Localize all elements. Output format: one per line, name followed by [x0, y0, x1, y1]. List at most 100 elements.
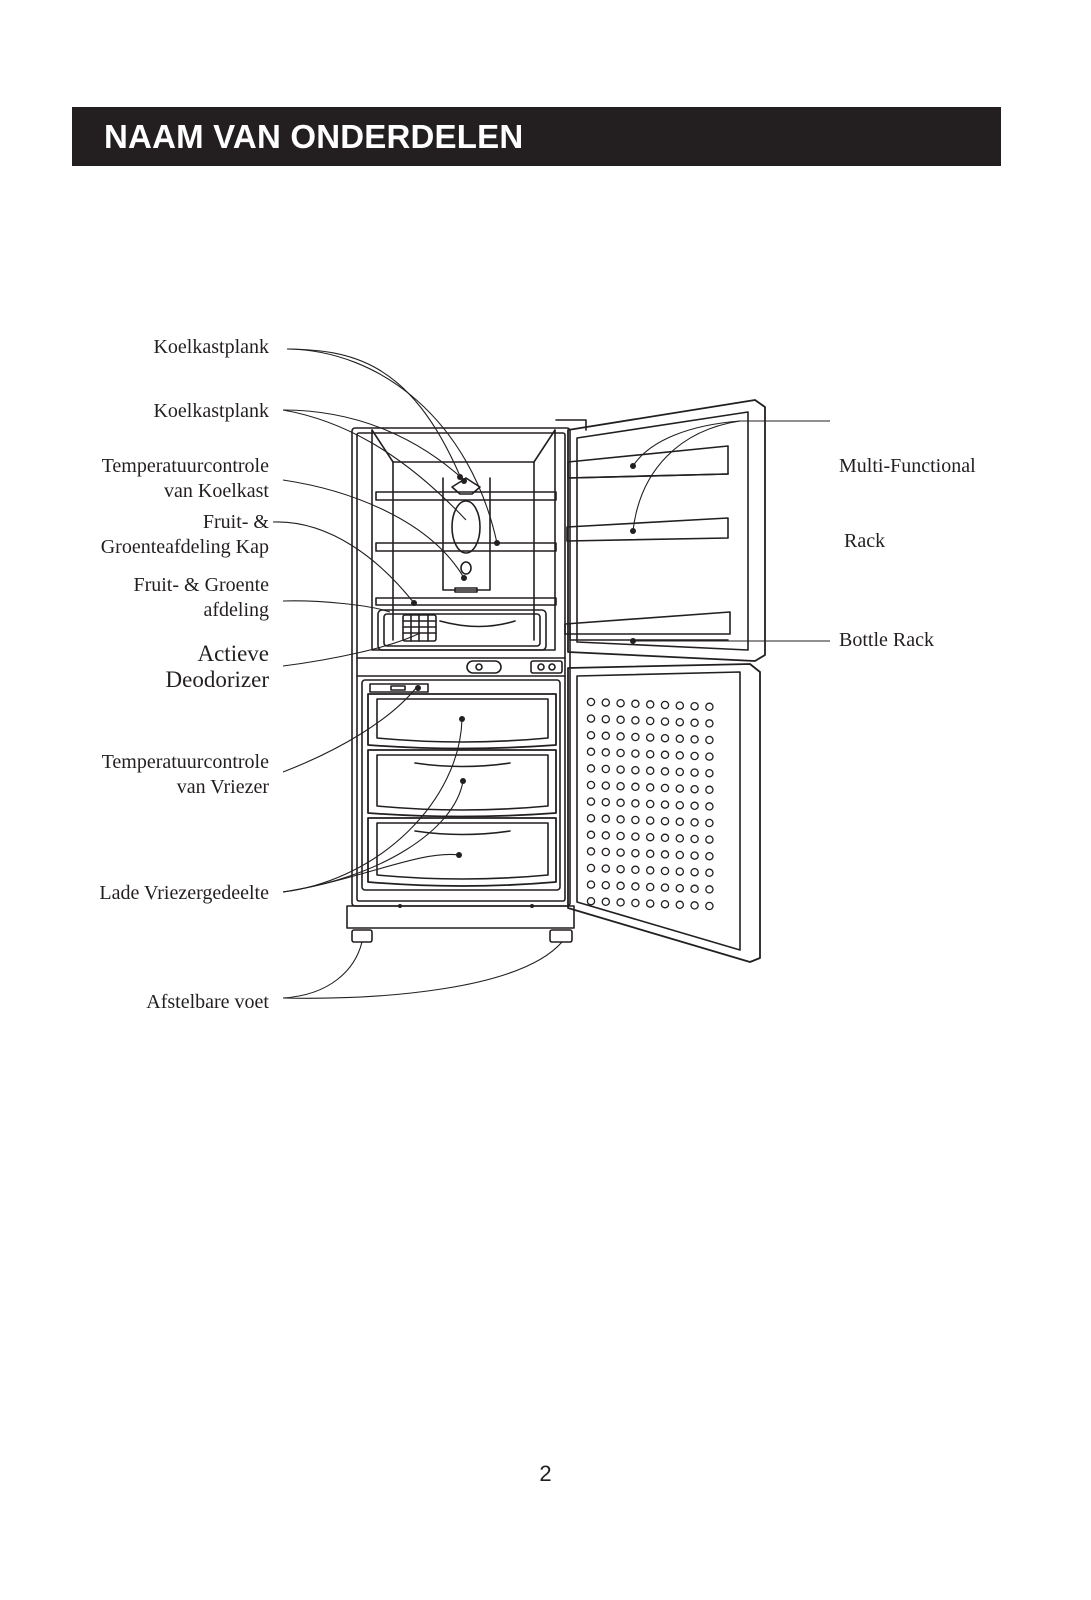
door-dot — [601, 814, 611, 824]
door-dot — [631, 699, 640, 709]
door-dot — [645, 749, 655, 759]
door-dot — [631, 765, 640, 775]
door-dot — [586, 896, 596, 906]
door-dot — [586, 797, 596, 806]
door-dot — [645, 766, 655, 776]
door-dot — [631, 832, 640, 841]
door-dot — [616, 715, 625, 725]
door-dot — [586, 730, 596, 740]
door-dot — [586, 697, 596, 707]
freezer-drawers — [361, 679, 561, 891]
door-dot — [601, 897, 611, 907]
door-dot — [631, 865, 640, 875]
freezer-door — [567, 663, 761, 963]
door-dot — [586, 847, 596, 856]
door-dot — [586, 764, 596, 773]
door-dot — [645, 832, 655, 842]
label-temperatuurcontrole-vriezer: Temperatuurcontrole van Vriezer — [101, 751, 269, 798]
door-dot — [675, 701, 685, 710]
door-dot — [690, 768, 699, 777]
door-dot — [675, 784, 685, 793]
door-dot — [645, 899, 655, 908]
door-dot — [601, 797, 611, 807]
door-dot — [601, 714, 611, 724]
door-dot — [586, 780, 596, 790]
door-dot — [690, 801, 699, 811]
door-dot — [601, 831, 611, 840]
door-dot — [616, 881, 625, 891]
door-dot — [645, 716, 655, 726]
fridge-base — [346, 905, 575, 943]
page-number: 2 — [539, 1461, 552, 1486]
door-dot — [586, 863, 596, 873]
door-dot — [645, 733, 655, 742]
fridge-cabinet — [351, 427, 571, 907]
door-dot — [601, 764, 611, 774]
door-dot — [586, 813, 596, 823]
middle-divider — [356, 657, 566, 677]
door-dot — [586, 747, 596, 757]
door-dot — [675, 850, 685, 860]
door-dot — [645, 882, 655, 892]
door-dot — [705, 818, 714, 828]
door-dot — [616, 698, 625, 708]
leader-lines — [272, 348, 830, 999]
door-dot — [616, 864, 625, 874]
fridge-door — [555, 399, 766, 662]
door-dot — [645, 700, 655, 709]
door-dot — [705, 719, 714, 728]
door-dot — [675, 734, 685, 744]
label-fruit-groenteafdeling-kap: Fruit- & Groenteafdeling Kap — [100, 511, 269, 558]
door-dot — [645, 783, 655, 792]
door-dot — [690, 718, 699, 728]
section-title: NAAM VAN ONDERDELEN — [104, 118, 524, 155]
door-dot — [705, 868, 714, 878]
door-dot — [675, 817, 685, 827]
door-dot — [631, 749, 640, 758]
door-dot — [690, 701, 699, 711]
door-dot — [631, 882, 640, 891]
door-dot — [616, 798, 625, 808]
door-dot — [660, 816, 670, 826]
door-dot — [705, 802, 714, 811]
door-dot — [705, 752, 714, 761]
door-dot — [586, 830, 596, 840]
door-dot — [616, 898, 625, 907]
door-dot — [660, 883, 670, 892]
label-lade-vriezergedeelte: Lade Vriezergedeelte — [99, 882, 269, 904]
freezer-door-dot-pattern — [586, 697, 714, 911]
door-dot — [616, 748, 625, 758]
door-dot — [616, 732, 625, 741]
door-dot — [645, 849, 655, 859]
door-dot — [675, 834, 685, 843]
door-dot — [675, 767, 685, 777]
door-dot — [705, 885, 714, 894]
door-dot — [631, 732, 640, 742]
label-afstelbare-voet: Afstelbare voet — [146, 991, 269, 1013]
door-dot — [660, 700, 670, 710]
door-dot — [705, 702, 714, 712]
door-dot — [660, 717, 670, 726]
door-dot — [705, 785, 714, 795]
door-dot — [660, 800, 670, 809]
door-dot — [616, 781, 625, 791]
label-koelkastplank-2: Koelkastplank — [153, 400, 269, 422]
label-fruit-groente-afdeling: Fruit- & Groente afdeling — [133, 574, 269, 621]
door-dot — [601, 847, 611, 857]
door-dot — [660, 750, 670, 760]
door-dot — [616, 848, 625, 857]
door-dot — [675, 900, 685, 910]
door-dot — [601, 781, 611, 790]
door-dot — [660, 833, 670, 843]
door-dot — [690, 784, 699, 794]
door-dot — [690, 851, 699, 860]
door-dot — [675, 751, 685, 760]
door-dot — [660, 767, 670, 776]
door-dot — [690, 867, 699, 877]
door-dot — [601, 698, 611, 707]
door-dot — [601, 864, 611, 873]
door-dot — [690, 884, 699, 894]
door-dot — [705, 768, 714, 778]
door-dot — [631, 898, 640, 908]
